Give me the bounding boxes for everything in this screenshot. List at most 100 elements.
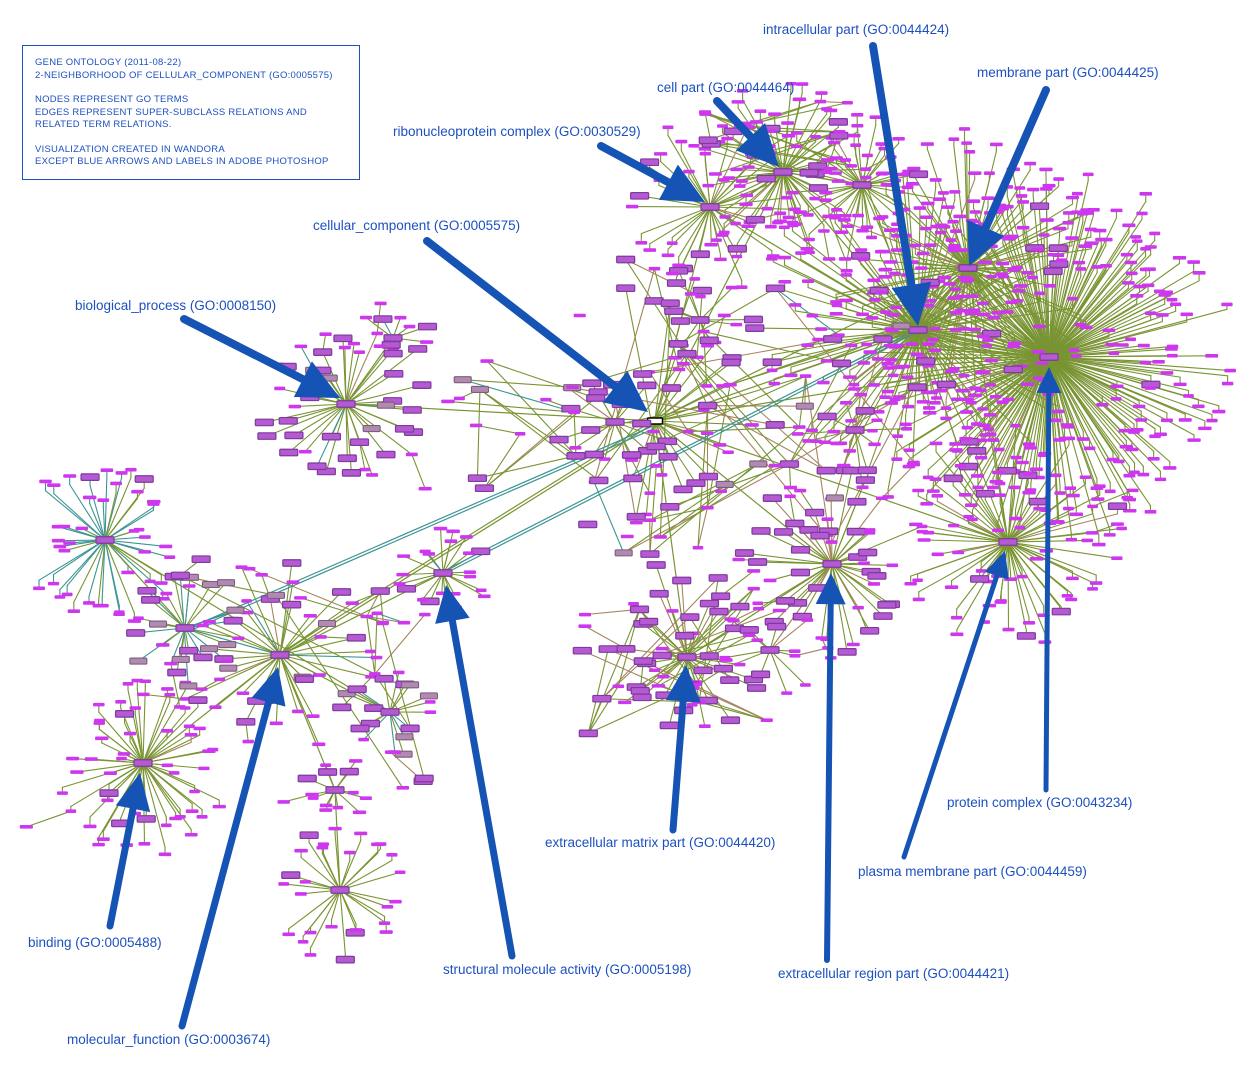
graph-node[interactable] xyxy=(793,425,806,429)
graph-node[interactable] xyxy=(948,523,960,528)
graph-node[interactable] xyxy=(1166,353,1178,358)
graph-node[interactable] xyxy=(908,170,929,179)
graph-node[interactable] xyxy=(912,578,923,583)
graph-node[interactable] xyxy=(1198,426,1212,431)
graph-node[interactable] xyxy=(1091,497,1105,501)
graph-node[interactable] xyxy=(655,646,669,651)
graph-node[interactable] xyxy=(929,400,941,405)
graph-node[interactable] xyxy=(1136,211,1148,216)
graph-node[interactable] xyxy=(676,361,690,366)
graph-node[interactable] xyxy=(940,416,952,421)
graph-node[interactable] xyxy=(164,661,178,666)
graph-node[interactable] xyxy=(837,218,851,222)
graph-node[interactable] xyxy=(396,572,410,577)
graph-node[interactable] xyxy=(661,253,675,258)
graph-node[interactable] xyxy=(801,618,814,622)
graph-node[interactable] xyxy=(633,657,653,665)
graph-node[interactable] xyxy=(269,721,283,726)
graph-node[interactable] xyxy=(75,526,89,531)
graph-node[interactable] xyxy=(188,696,208,705)
graph-node[interactable] xyxy=(763,578,777,583)
graph-node[interactable] xyxy=(969,386,981,391)
graph-node[interactable] xyxy=(549,435,569,444)
graph-node[interactable] xyxy=(768,112,782,116)
graph-node[interactable] xyxy=(901,427,913,431)
graph-node[interactable] xyxy=(916,357,936,365)
graph-node[interactable] xyxy=(878,267,890,272)
graph-node[interactable] xyxy=(978,260,992,265)
graph-node[interactable] xyxy=(474,484,495,493)
graph-node[interactable] xyxy=(949,442,962,446)
graph-node[interactable] xyxy=(475,588,487,593)
graph-node[interactable] xyxy=(746,684,767,692)
graph-node[interactable] xyxy=(958,127,971,131)
graph-node[interactable] xyxy=(718,178,730,182)
graph-node[interactable] xyxy=(701,505,714,510)
graph-node[interactable] xyxy=(698,472,719,481)
graph-node[interactable] xyxy=(93,702,105,707)
graph-node[interactable] xyxy=(1072,260,1086,265)
graph-node[interactable] xyxy=(992,470,1005,475)
graph-node[interactable] xyxy=(718,230,730,235)
graph-node[interactable] xyxy=(359,467,371,472)
graph-node[interactable] xyxy=(879,395,891,400)
graph-node[interactable] xyxy=(991,310,1005,315)
graph-node[interactable] xyxy=(1147,457,1160,461)
graph-node[interactable] xyxy=(314,635,327,639)
graph-node[interactable] xyxy=(646,561,666,569)
graph-node[interactable] xyxy=(734,662,746,667)
graph-node[interactable] xyxy=(810,135,821,139)
graph-node[interactable] xyxy=(364,704,384,713)
graph-node[interactable] xyxy=(902,404,915,409)
graph-node[interactable] xyxy=(1192,270,1206,275)
graph-node[interactable] xyxy=(80,473,100,481)
graph-node[interactable] xyxy=(179,682,198,690)
graph-node[interactable] xyxy=(572,646,592,655)
graph-node[interactable] xyxy=(1010,423,1021,428)
graph-node[interactable] xyxy=(649,668,661,673)
graph-node[interactable] xyxy=(830,300,843,304)
graph-node[interactable] xyxy=(819,190,833,195)
graph-node[interactable] xyxy=(711,592,731,601)
graph-node[interactable] xyxy=(950,615,963,620)
graph-node[interactable] xyxy=(975,489,995,498)
graph-node[interactable] xyxy=(672,576,692,585)
graph-node[interactable] xyxy=(873,612,893,620)
graph-node[interactable] xyxy=(856,485,869,490)
graph-node[interactable] xyxy=(291,709,304,714)
graph-node[interactable] xyxy=(1049,473,1062,478)
graph-node[interactable] xyxy=(161,687,174,691)
graph-node[interactable] xyxy=(873,335,893,343)
graph-node[interactable] xyxy=(616,645,636,653)
graph-node[interactable] xyxy=(281,871,301,879)
graph-node[interactable] xyxy=(823,108,838,113)
graph-node[interactable] xyxy=(977,301,989,306)
graph-node[interactable] xyxy=(923,406,936,410)
graph-node[interactable] xyxy=(878,274,892,279)
graph-node[interactable] xyxy=(1070,354,1082,358)
graph-node[interactable] xyxy=(115,699,127,704)
graph-node[interactable] xyxy=(923,411,937,415)
graph-node[interactable] xyxy=(1066,195,1079,200)
graph-node[interactable] xyxy=(408,345,428,353)
graph-node[interactable] xyxy=(417,322,438,331)
graph-node[interactable] xyxy=(965,400,977,405)
graph-node[interactable] xyxy=(1221,381,1234,386)
graph-node[interactable] xyxy=(1065,537,1078,542)
graph-node[interactable] xyxy=(242,739,254,744)
graph-node[interactable] xyxy=(983,413,997,417)
graph-node[interactable] xyxy=(913,206,927,210)
graph-node[interactable] xyxy=(651,684,666,688)
graph-node[interactable] xyxy=(354,831,368,836)
graph-node[interactable] xyxy=(1206,418,1218,423)
graph-node[interactable] xyxy=(854,392,868,397)
graph-node[interactable] xyxy=(1069,512,1083,517)
graph-node[interactable] xyxy=(133,759,153,767)
graph-node[interactable] xyxy=(785,519,805,528)
graph-node[interactable] xyxy=(1089,581,1103,585)
graph-node[interactable] xyxy=(970,575,990,583)
graph-node[interactable] xyxy=(861,342,872,347)
graph-node[interactable] xyxy=(83,824,97,829)
graph-node[interactable] xyxy=(139,535,151,539)
graph-node[interactable] xyxy=(643,248,657,252)
